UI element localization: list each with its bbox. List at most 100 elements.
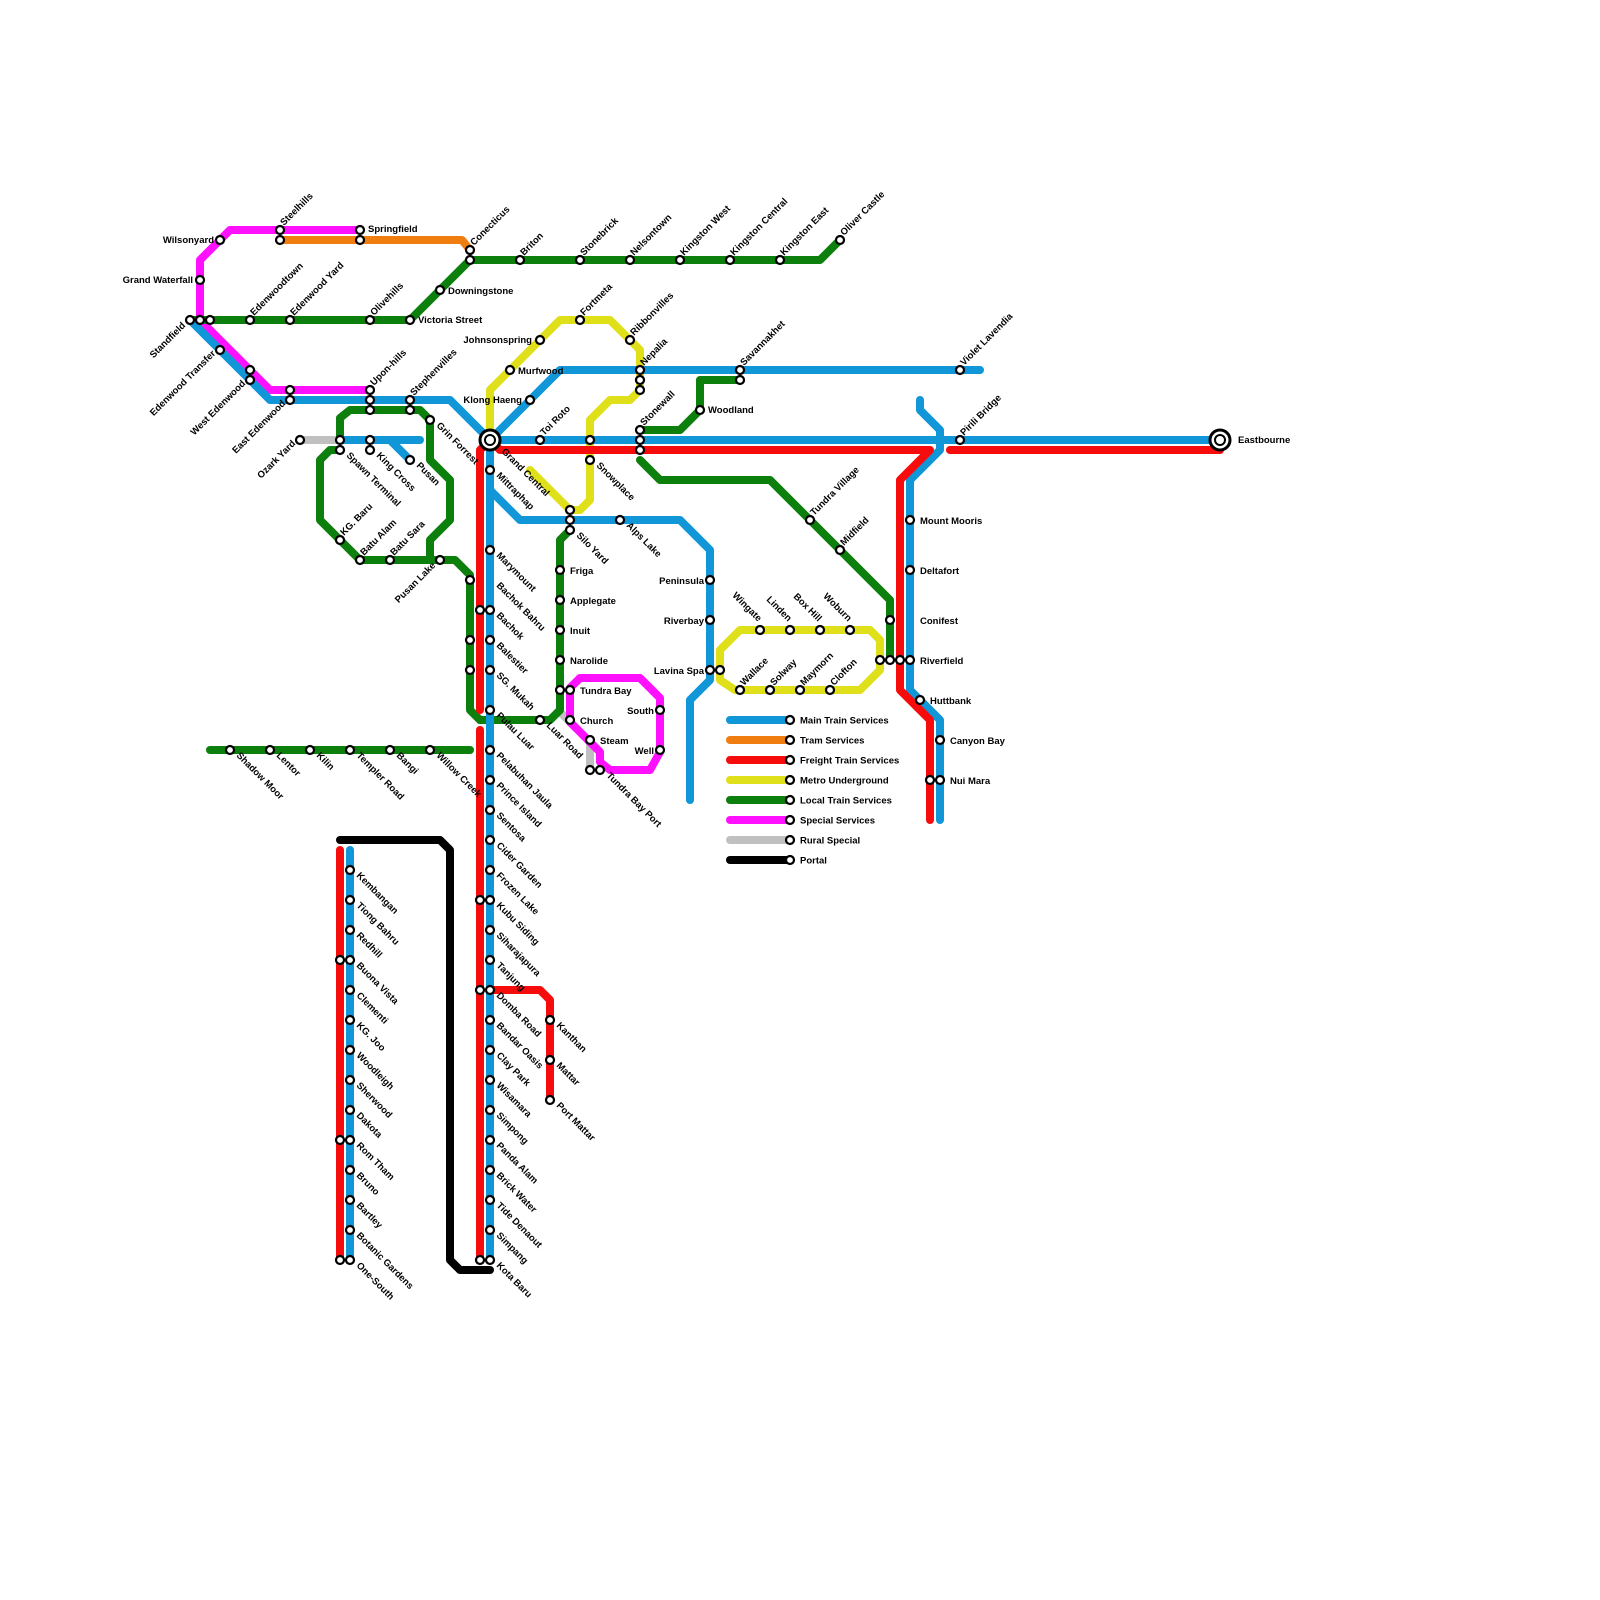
station-marker[interactable]: [194, 274, 206, 286]
station-marker[interactable]: [484, 774, 496, 786]
station-marker[interactable]: [464, 244, 476, 256]
station-marker[interactable]: [484, 544, 496, 556]
station-marker[interactable]: [364, 404, 376, 416]
station-marker[interactable]: [884, 614, 896, 626]
station-marker[interactable]: [484, 634, 496, 646]
station-marker[interactable]: [674, 254, 686, 266]
station-marker[interactable]: [534, 334, 546, 346]
station-marker[interactable]: [594, 764, 606, 776]
station-marker[interactable]: [484, 984, 496, 996]
station-marker[interactable]: [464, 254, 476, 266]
station-marker[interactable]: [344, 954, 356, 966]
station-marker[interactable]: [214, 344, 226, 356]
station-marker[interactable]: [484, 924, 496, 936]
station-marker[interactable]: [834, 234, 846, 246]
station-marker[interactable]: [484, 804, 496, 816]
station-marker[interactable]: [404, 454, 416, 466]
station-marker[interactable]: [294, 434, 306, 446]
station-marker[interactable]: [474, 1254, 486, 1266]
station-marker[interactable]: [274, 224, 286, 236]
station-marker[interactable]: [344, 1134, 356, 1146]
station-marker[interactable]: [344, 1224, 356, 1236]
station-marker[interactable]: [874, 654, 886, 666]
station-marker[interactable]: [924, 774, 936, 786]
station-marker[interactable]: [304, 744, 316, 756]
station-marker[interactable]: [504, 364, 516, 376]
station-marker[interactable]: [484, 604, 496, 616]
station-marker[interactable]: [524, 394, 536, 406]
station-marker[interactable]: [344, 1164, 356, 1176]
station-marker[interactable]: [734, 684, 746, 696]
station-marker[interactable]: [334, 1134, 346, 1146]
station-marker[interactable]: [634, 434, 646, 446]
station-marker[interactable]: [714, 664, 726, 676]
station-marker[interactable]: [344, 984, 356, 996]
station-marker[interactable]: [884, 654, 896, 666]
station-marker[interactable]: [564, 514, 576, 526]
station-marker[interactable]: [474, 984, 486, 996]
station-marker[interactable]: [204, 314, 216, 326]
station-marker[interactable]: [344, 864, 356, 876]
station-marker[interactable]: [484, 864, 496, 876]
station-marker[interactable]: [244, 364, 256, 376]
station-marker[interactable]: [724, 254, 736, 266]
station-marker[interactable]: [464, 634, 476, 646]
station-marker[interactable]: [404, 404, 416, 416]
station-marker[interactable]: [344, 1194, 356, 1206]
station-marker[interactable]: [844, 624, 856, 636]
station-marker[interactable]: [534, 434, 546, 446]
station-marker[interactable]: [344, 924, 356, 936]
station-marker[interactable]: [474, 894, 486, 906]
station-marker[interactable]: [424, 414, 436, 426]
station-marker[interactable]: [364, 444, 376, 456]
station-marker[interactable]: [344, 744, 356, 756]
station-marker[interactable]: [804, 514, 816, 526]
station-marker[interactable]: [184, 314, 196, 326]
station-marker[interactable]: [334, 954, 346, 966]
station-marker[interactable]: [754, 624, 766, 636]
station-marker[interactable]: [554, 684, 566, 696]
station-marker[interactable]: [484, 834, 496, 846]
station-marker[interactable]: [554, 594, 566, 606]
station-marker[interactable]: [484, 954, 496, 966]
station-marker[interactable]: [734, 364, 746, 376]
station-marker[interactable]: [634, 384, 646, 396]
station-marker[interactable]: [364, 384, 376, 396]
station-marker[interactable]: [914, 694, 926, 706]
station-marker[interactable]: [954, 364, 966, 376]
station-marker[interactable]: [534, 714, 546, 726]
station-marker[interactable]: [464, 574, 476, 586]
station-marker[interactable]: [634, 364, 646, 376]
station-marker[interactable]: [434, 554, 446, 566]
station-marker[interactable]: [564, 684, 576, 696]
station-marker[interactable]: [404, 314, 416, 326]
station-marker[interactable]: [344, 1014, 356, 1026]
station-marker[interactable]: [544, 1054, 556, 1066]
station-marker[interactable]: [514, 254, 526, 266]
station-marker[interactable]: [344, 1074, 356, 1086]
station-marker[interactable]: [704, 574, 716, 586]
station-marker[interactable]: [484, 1254, 496, 1266]
station-marker[interactable]: [484, 1194, 496, 1206]
station-marker[interactable]: [214, 234, 226, 246]
station-marker[interactable]: [794, 684, 806, 696]
station-marker[interactable]: [634, 424, 646, 436]
station-marker[interactable]: [624, 334, 636, 346]
station-marker[interactable]: [384, 554, 396, 566]
station-marker[interactable]: [384, 744, 396, 756]
station-marker[interactable]: [544, 1094, 556, 1106]
station-marker[interactable]: [334, 444, 346, 456]
station-marker[interactable]: [824, 684, 836, 696]
station-marker[interactable]: [934, 734, 946, 746]
station-marker[interactable]: [334, 534, 346, 546]
station-marker[interactable]: [704, 664, 716, 676]
station-marker[interactable]: [834, 544, 846, 556]
station-marker[interactable]: [484, 704, 496, 716]
station-marker[interactable]: [634, 444, 646, 456]
station-marker[interactable]: [404, 394, 416, 406]
station-marker[interactable]: [424, 744, 436, 756]
station-marker[interactable]: [364, 434, 376, 446]
station-marker[interactable]: [904, 514, 916, 526]
station-marker[interactable]: [264, 744, 276, 756]
station-marker[interactable]: [544, 1014, 556, 1026]
